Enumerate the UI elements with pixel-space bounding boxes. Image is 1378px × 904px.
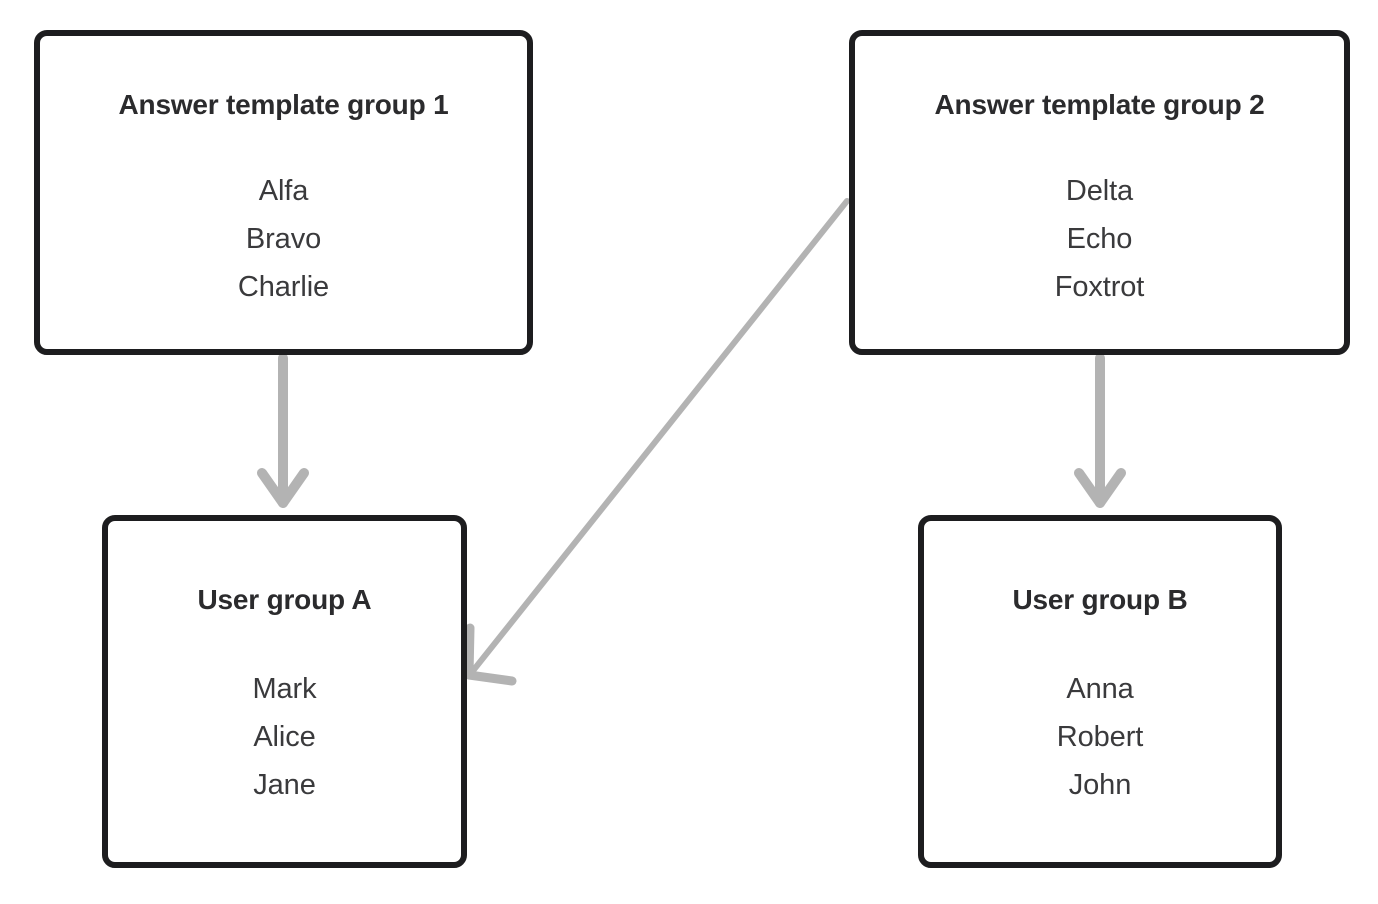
edge-template2-to-usergroup-b (1074, 353, 1126, 508)
node-user-group-a[interactable]: User group A Mark Alice Jane (102, 515, 467, 868)
node-answer-template-group-2[interactable]: Answer template group 2 Delta Echo Foxtr… (849, 30, 1350, 355)
node-answer-template-group-1[interactable]: Answer template group 1 Alfa Bravo Charl… (34, 30, 533, 355)
arrowhead-icon (257, 468, 309, 508)
node-user-group-b[interactable]: User group B Anna Robert John (918, 515, 1282, 868)
node-member: Charlie (237, 271, 330, 303)
node-member: John (1068, 769, 1132, 801)
node-member: Jane (253, 769, 316, 801)
node-member: Alfa (258, 175, 309, 207)
node-member: Mark (252, 673, 317, 705)
node-member: Robert (1056, 721, 1144, 753)
node-title: Answer template group 1 (118, 89, 449, 120)
node-member: Delta (1065, 175, 1134, 207)
node-member: Echo (1066, 223, 1133, 255)
edge-template1-to-usergroup-a (257, 353, 309, 508)
node-title: User group B (1012, 584, 1188, 615)
node-member: Alice (253, 721, 316, 753)
arrowhead-icon (1074, 468, 1126, 508)
node-member: Foxtrot (1054, 271, 1145, 303)
node-member: Bravo (245, 223, 322, 255)
arrowhead-icon (464, 623, 517, 686)
node-member-list: Anna Robert John (1056, 665, 1144, 809)
node-member-list: Mark Alice Jane (252, 665, 316, 809)
node-title: Answer template group 2 (934, 89, 1265, 120)
node-member: Anna (1066, 673, 1134, 705)
node-title: User group A (197, 584, 372, 615)
node-member-list: Delta Echo Foxtrot (1055, 167, 1145, 311)
node-member-list: Alfa Bravo Charlie (238, 167, 329, 311)
